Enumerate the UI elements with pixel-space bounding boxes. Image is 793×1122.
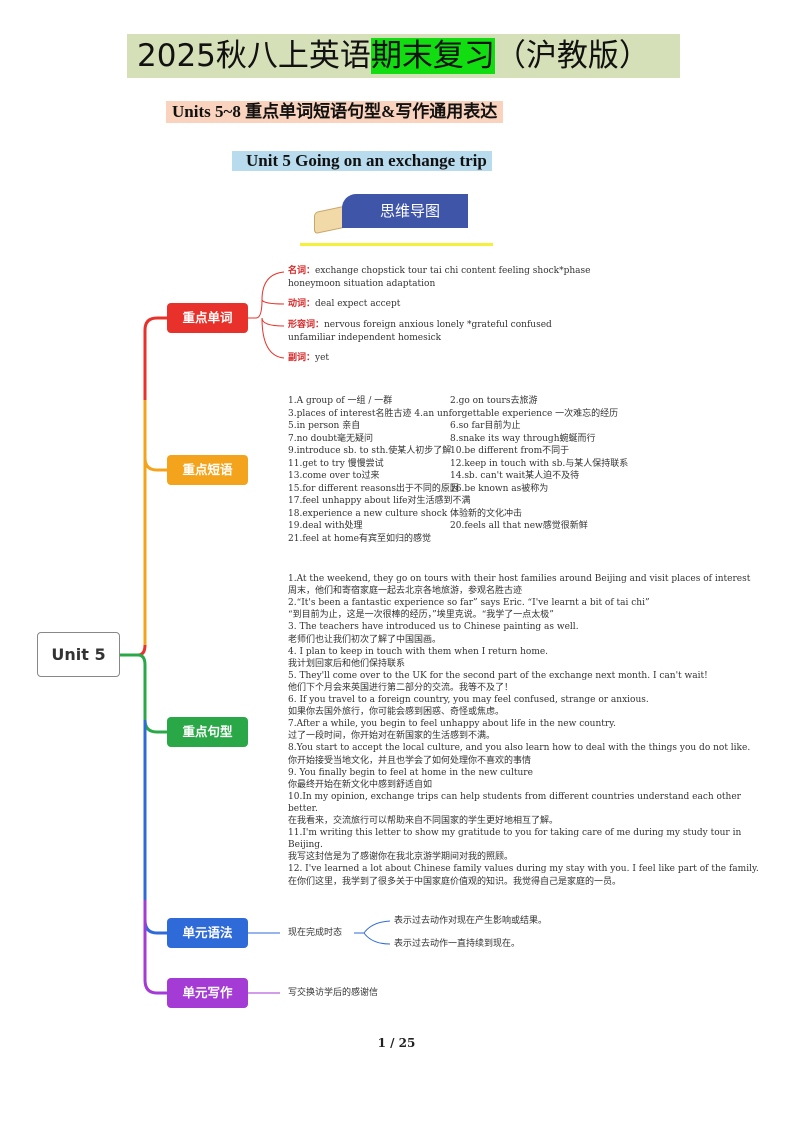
word-list-adjectives: 形容词：nervous foreign anxious lonely *grat… — [288, 320, 552, 331]
phrase-item: 10.be different from不同于 — [450, 446, 570, 456]
sentence-line: 6. If you travel to a foreign country, y… — [288, 695, 649, 705]
sentence-line: 在你们这里，我学到了很多关于中国家庭价值观的知识。我觉得自己是家庭的一员。 — [288, 876, 622, 887]
word-label: 副词： — [288, 353, 316, 363]
sentence-line: 他们下个月会来英国进行第二部分的交流。我等不及了！ — [288, 682, 514, 693]
sentence-line: 11.I'm writing this letter to show my gr… — [288, 828, 742, 839]
sentence-line: 2.“It's been a fantastic experience so f… — [288, 598, 650, 609]
sentence-line: 8.You start to accept the local culture,… — [288, 743, 751, 754]
title-part: 2025秋八上英语 — [137, 38, 371, 74]
sentence-line: 过了一段时间，你开始对在新国家的生活感到不满。 — [288, 731, 496, 742]
phrase-item: 2.go on tours去旅游 — [450, 396, 538, 406]
unit-heading: Unit 5 Going on an exchange trip — [232, 151, 492, 171]
phrase-item: 18.experience a new culture shock 体验新的文化… — [288, 508, 523, 519]
word-list-nouns: 名词：exchange chopstick tour tai chi conte… — [288, 266, 590, 277]
sentence-line: 1.At the weekend, they go on tours with … — [288, 574, 751, 584]
sentence-line: 9. You finally begin to feel at home in … — [288, 767, 533, 778]
phrase-item: 14.sb. can't wait某人迫不及待 — [450, 471, 580, 481]
phrase-item: 21.feel at home有宾至如归的感觉 — [288, 533, 431, 544]
page-number: 1 / 25 — [377, 1036, 416, 1050]
sentence-line: 在我看来，交流旅行可以帮助来自不同国家的学生更好地相互了解。 — [288, 816, 559, 826]
mindmap-banner: 思维导图 — [312, 194, 472, 236]
word-list-verbs: 动词：deal expect accept — [288, 299, 400, 310]
writing-task: 写交换访学后的感谢信 — [288, 988, 379, 998]
phrase-item: 7.no doubt毫无疑问 — [288, 433, 374, 444]
phrase-item: 6.so far目前为止 — [450, 421, 521, 431]
sentence-line: 4. I plan to keep in touch with them whe… — [288, 646, 549, 657]
sentence-line: 3. The teachers have introduced us to Ch… — [288, 622, 579, 633]
phrase-item: 11.get to try 慢慢尝试 — [288, 458, 384, 469]
sentence-line: Beijing. — [288, 840, 323, 851]
node-writing: 单元写作 — [167, 978, 248, 1008]
sentence-line: 你最终开始在新文化中感到舒适自如 — [288, 779, 433, 790]
node-grammar: 单元语法 — [167, 918, 248, 948]
sentence-line: better. — [288, 803, 318, 814]
node-key-sentences: 重点句型 — [167, 717, 248, 747]
phrase-item: 17.feel unhappy about life对生活感到不满 — [288, 496, 471, 506]
subtitle: Units 5~8 重点单词短语句型&写作通用表达 — [166, 101, 504, 123]
phrase-item: 1.A group of 一组 / 一群 — [288, 396, 393, 406]
phrase-item: 3.places of interest名胜古迹 4.an unforgetta… — [288, 408, 619, 419]
word-label: 名词： — [288, 266, 316, 276]
word-label: 形容词： — [288, 320, 325, 330]
word-list-adverbs: 副词：yet — [288, 353, 329, 364]
phrase-item: 20.feels all that new感觉很新鲜 — [450, 521, 588, 531]
sentence-line: 如果你去国外旅行，你可能会感到困惑、奇怪或焦虑。 — [288, 707, 505, 718]
word-text: exchange chopstick tour tai chi content … — [315, 266, 591, 276]
sentence-line: 周末，他们和寄宿家庭一起去北京各地旅游，参观名胜古迹 — [288, 586, 523, 597]
grammar-use: 表示过去动作对现在产生影响或结果。 — [394, 916, 548, 926]
title-part: （沪教版） — [494, 38, 650, 74]
sentence-line: 我写这封信是为了感谢你在我北京游学期间对我的照顾。 — [288, 852, 514, 863]
sentence-line: 12. I've learned a lot about Chinese fam… — [288, 864, 759, 875]
word-text: unfamiliar independent homesick — [288, 333, 442, 343]
sentence-line: 老师们也让我们初次了解了中国国画。 — [288, 634, 442, 645]
phrase-item: 15.for different reasons出于不同的原因 — [288, 483, 459, 494]
title-highlight: 期末复习 — [370, 38, 495, 74]
sentence-line: 7.After a while, you begin to feel unhap… — [288, 719, 616, 730]
word-text: nervous foreign anxious lonely *grateful… — [324, 320, 552, 330]
sentence-line: “到目前为止，这是一次很棒的经历，”埃里克说。“我学了一点太极” — [288, 610, 554, 621]
sentence-line: 5. They'll come over to the UK for the s… — [288, 670, 708, 681]
word-text: yet — [315, 353, 330, 363]
divider — [300, 243, 493, 246]
word-text: deal expect accept — [315, 299, 401, 309]
phrase-item: 19.deal with处理 — [288, 521, 363, 531]
phrase-item: 5.in person 亲自 — [288, 421, 361, 431]
phrase-item: 9.introduce sb. to sth.使某人初步了解 — [288, 446, 452, 456]
phrase-item: 13.come over to过来 — [288, 471, 380, 481]
root-node: Unit 5 — [37, 632, 120, 677]
sentence-line: 我计划回家后和他们保持联系 — [288, 658, 406, 669]
word-label: 动词： — [288, 299, 316, 309]
node-key-words: 重点单词 — [167, 303, 248, 333]
phrase-item: 12.keep in touch with sb.与某人保持联系 — [450, 458, 629, 469]
grammar-topic: 现在完成时态 — [288, 928, 343, 938]
phrase-item: 16.be known as被称为 — [450, 483, 549, 494]
phrase-item: 8.snake its way through蜿蜒而行 — [450, 433, 596, 444]
node-key-phrases: 重点短语 — [167, 455, 248, 485]
word-text: honeymoon situation adaptation — [288, 279, 436, 289]
sentence-line: 10.In my opinion, exchange trips can hel… — [288, 791, 741, 802]
grammar-use: 表示过去动作一直持续到现在。 — [394, 939, 521, 949]
mindmap-label: 思维导图 — [342, 194, 468, 228]
document-title: 2025秋八上英语期末复习（沪教版） — [127, 34, 680, 78]
sentence-line: 你开始接受当地文化，并且也学会了如何处理你不喜欢的事情 — [288, 755, 532, 766]
